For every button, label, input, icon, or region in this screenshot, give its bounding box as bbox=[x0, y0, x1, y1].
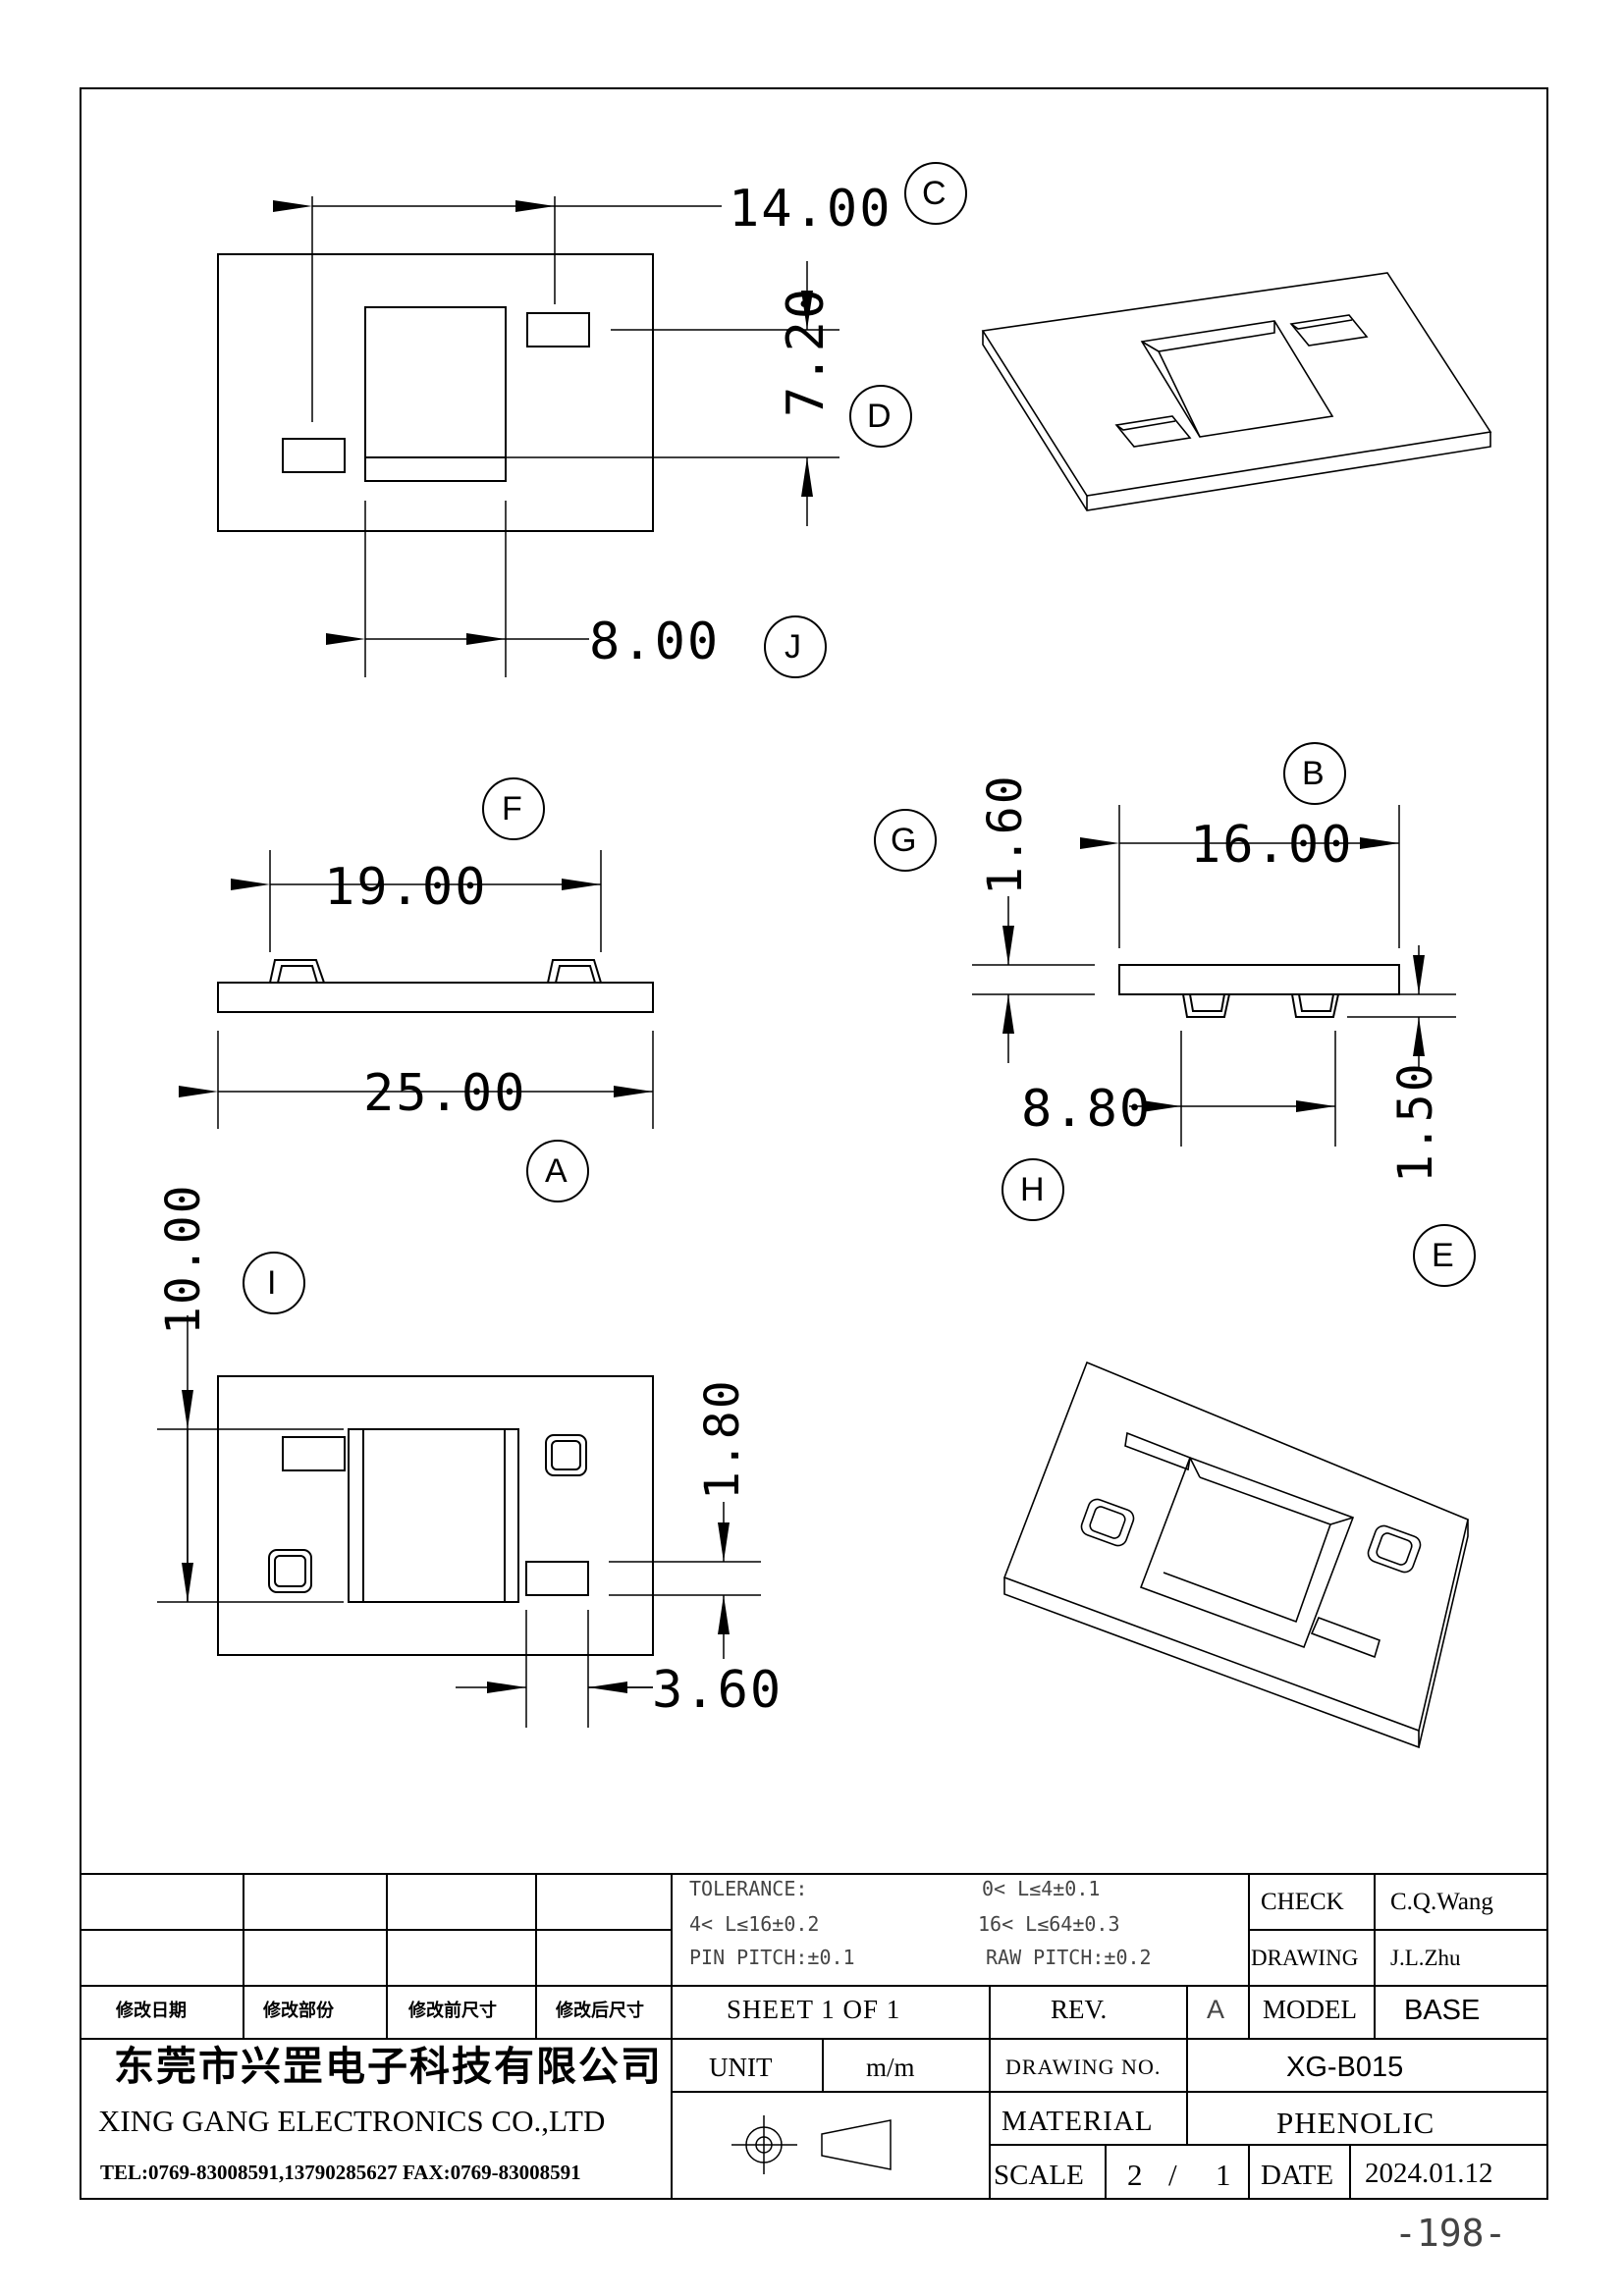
dim-front-inner: 19.00 bbox=[324, 858, 488, 917]
side-view bbox=[972, 805, 1456, 1147]
callout-h: H bbox=[1020, 1171, 1045, 1208]
callout-b: B bbox=[1302, 755, 1325, 792]
company-name-en: XING GANG ELECTRONICS CO.,LTD bbox=[98, 2104, 606, 2138]
raw-pitch: RAW PITCH:±0.2 bbox=[986, 1946, 1152, 1969]
scale-separator: / bbox=[1168, 2158, 1177, 2192]
drawing-value: J.L.Zhu bbox=[1390, 1946, 1461, 1970]
scale-denominator: 1 bbox=[1216, 2158, 1231, 2192]
callout-circles bbox=[243, 162, 1476, 1314]
dim-side-width: 16.00 bbox=[1190, 816, 1354, 875]
top-view bbox=[217, 196, 839, 677]
callout-f: F bbox=[502, 790, 522, 828]
callout-a: A bbox=[545, 1152, 568, 1190]
dim-bottom-left-v: 10.00 bbox=[156, 1183, 211, 1336]
tolerance-3: 16< L≤64±0.3 bbox=[978, 1912, 1120, 1936]
dim-side-bottom: 8.80 bbox=[1021, 1080, 1153, 1139]
isometric-top bbox=[981, 272, 1492, 511]
unit-value: m/m bbox=[866, 2053, 915, 2082]
model-value: BASE bbox=[1404, 1995, 1481, 2026]
callout-g: G bbox=[891, 822, 917, 859]
title-block-grid bbox=[81, 1873, 1547, 2199]
callout-d: D bbox=[867, 398, 892, 435]
material-value: PHENOLIC bbox=[1276, 2106, 1435, 2140]
dim-side-left-v: 1.60 bbox=[978, 774, 1033, 895]
tolerance-label: TOLERANCE: bbox=[689, 1877, 808, 1900]
callout-e: E bbox=[1432, 1237, 1454, 1274]
callout-j: J bbox=[785, 628, 801, 666]
drawing-no-value: XG-B015 bbox=[1286, 2052, 1404, 2083]
check-value: C.Q.Wang bbox=[1390, 1889, 1493, 1915]
drawing-label: DRAWING bbox=[1251, 1946, 1359, 1970]
material-label: MATERIAL bbox=[1001, 2106, 1154, 2137]
tolerance-1: 0< L≤4±0.1 bbox=[982, 1877, 1101, 1900]
dim-front-total: 25.00 bbox=[363, 1064, 527, 1123]
company-name-cn: 东莞市兴罡电子科技有限公司 bbox=[114, 2044, 663, 2089]
rev-header-part: 修改部份 bbox=[263, 2001, 334, 2021]
rev-header-before: 修改前尺寸 bbox=[408, 2001, 497, 2021]
rev-label: REV. bbox=[1051, 1995, 1108, 2024]
tolerance-2: 4< L≤16±0.2 bbox=[689, 1912, 820, 1936]
callout-c: C bbox=[922, 175, 947, 212]
drawing-no-label: DRAWING NO. bbox=[1005, 2055, 1162, 2079]
company-contact: TEL:0769-83008591,13790285627 FAX:0769-8… bbox=[100, 2161, 581, 2184]
rev-header-date: 修改日期 bbox=[116, 2001, 187, 2021]
bottom-view bbox=[157, 1315, 761, 1728]
dim-top-height: 7.20 bbox=[777, 286, 836, 417]
dim-bottom-right-v: 1.80 bbox=[695, 1378, 750, 1500]
rev-value: A bbox=[1207, 1995, 1225, 2024]
date-value: 2024.01.12 bbox=[1365, 2158, 1493, 2189]
drawing-frame bbox=[80, 87, 1548, 2200]
scale-label: SCALE bbox=[994, 2160, 1084, 2191]
projection-symbol bbox=[731, 2115, 892, 2174]
isometric-bottom bbox=[1002, 1361, 1469, 1749]
callout-i: I bbox=[267, 1264, 277, 1302]
scale-numerator: 2 bbox=[1127, 2158, 1143, 2192]
sheet-info: SHEET 1 OF 1 bbox=[727, 1995, 901, 2024]
front-view bbox=[179, 850, 654, 1129]
date-label: DATE bbox=[1261, 2160, 1334, 2191]
model-label: MODEL bbox=[1263, 1995, 1357, 2024]
check-label: CHECK bbox=[1261, 1889, 1344, 1915]
rev-header-after: 修改后尺寸 bbox=[556, 2001, 644, 2021]
dim-side-right-v: 1.50 bbox=[1388, 1061, 1443, 1183]
unit-label: UNIT bbox=[709, 2053, 773, 2082]
dim-top-width: 14.00 bbox=[729, 180, 893, 239]
page-number: -198- bbox=[1394, 2212, 1507, 2255]
pin-pitch: PIN PITCH:±0.1 bbox=[689, 1946, 855, 1969]
dim-top-bottom: 8.00 bbox=[589, 613, 721, 671]
dim-bottom-bottom: 3.60 bbox=[652, 1661, 784, 1720]
